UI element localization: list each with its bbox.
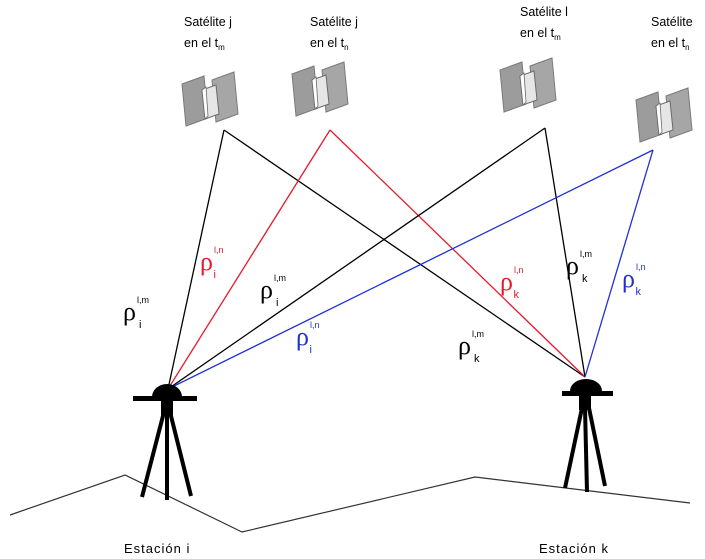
rho-symbol: ρ	[500, 267, 513, 296]
sat-label-line2: en el tn	[310, 36, 349, 52]
rho-sup: l,n	[636, 262, 646, 272]
sat-line2-sub: m	[218, 43, 225, 52]
sat-label-line1: Satélite	[651, 15, 693, 29]
sat-label-line1: Satélite l	[520, 5, 568, 19]
range-label: ρl,m i	[260, 273, 286, 309]
range-lines	[167, 127, 654, 390]
station-k-label: Estación k	[539, 541, 609, 556]
rho-symbol: ρ	[200, 247, 213, 276]
rho-symbol: ρ	[123, 297, 136, 326]
satellite-icon	[499, 57, 557, 113]
rho-symbol: ρ	[566, 251, 579, 280]
sat-line2-sub: m	[554, 33, 561, 42]
rho-sup: l,m	[137, 295, 149, 305]
satellite-icon	[635, 87, 693, 143]
satellite-icon	[291, 61, 349, 117]
sat-line2-text: en el t	[184, 36, 219, 50]
sat-line2-sub: n	[344, 43, 348, 52]
line-sat-l-tn-to-station-k	[584, 149, 654, 378]
line-sat-l-tm-to-station-i	[167, 127, 546, 390]
line-sat-j-tn-to-station-i	[167, 129, 331, 390]
rho-sub: i	[139, 319, 141, 331]
rho-sup: l,m	[472, 329, 484, 339]
rho-sup: l,n	[214, 245, 224, 255]
rho-symbol: ρ	[622, 264, 635, 293]
station-i-label: Estación i	[124, 541, 190, 556]
rho-sup: l,n	[514, 265, 524, 275]
terrain-line	[9, 474, 691, 533]
sat-label-line2: en el tm	[184, 36, 225, 52]
sat-line2-text: en el t	[520, 26, 555, 40]
rho-symbol: ρ	[260, 275, 273, 304]
rho-sup: l,n	[310, 320, 320, 330]
rho-sub: k	[636, 286, 642, 298]
range-label: ρl,m i	[123, 295, 149, 331]
rho-sup: l,m	[580, 249, 592, 259]
rho-sub: i	[214, 269, 216, 281]
rho-sub: k	[474, 353, 480, 365]
line-sat-j-tn-to-station-k	[329, 129, 586, 378]
rho-sub: i	[276, 297, 278, 309]
rho-sup: l,m	[274, 273, 286, 283]
sat-label-line1: Satélite j	[184, 15, 232, 29]
sat-line2-text: en el t	[651, 36, 686, 50]
satellite-l-tm: Satélite l en el tm	[499, 5, 568, 113]
sat-label-line2: en el tm	[520, 26, 561, 42]
rho-symbol: ρ	[458, 331, 471, 360]
sat-label-line2: en el tn	[651, 36, 690, 52]
line-sat-l-tm-to-station-k	[544, 127, 586, 378]
line-sat-j-tm-to-station-i	[167, 129, 225, 390]
range-label: ρl,n k	[500, 265, 524, 301]
range-label: ρl,n i	[296, 320, 320, 356]
sat-label-line1: Satélite j	[310, 15, 358, 29]
satellite-j-tn: Satélite j en el tn	[291, 15, 358, 117]
range-label: ρl,m k	[458, 329, 484, 365]
line-sat-l-tn-to-station-i	[167, 149, 654, 390]
station-k-tripod-icon	[562, 379, 613, 493]
line-sat-j-tm-to-station-k	[223, 129, 586, 378]
satellite-j-tm: Satélite j en el tm	[181, 15, 239, 127]
sat-line2-sub: n	[685, 43, 689, 52]
rho-sub: k	[582, 273, 588, 285]
satellite-icon	[181, 71, 239, 127]
rho-symbol: ρ	[296, 322, 309, 351]
sat-line2-text: en el t	[310, 36, 345, 50]
satellite-l-tn: Satélite en el tn	[635, 15, 693, 143]
range-label: ρl,m k	[566, 249, 592, 285]
rho-sub: k	[514, 289, 520, 301]
station-i-tripod-icon	[133, 384, 197, 500]
rho-sub: i	[310, 344, 312, 356]
range-label: ρl,n i	[200, 245, 224, 281]
range-label: ρl,n k	[622, 262, 646, 298]
